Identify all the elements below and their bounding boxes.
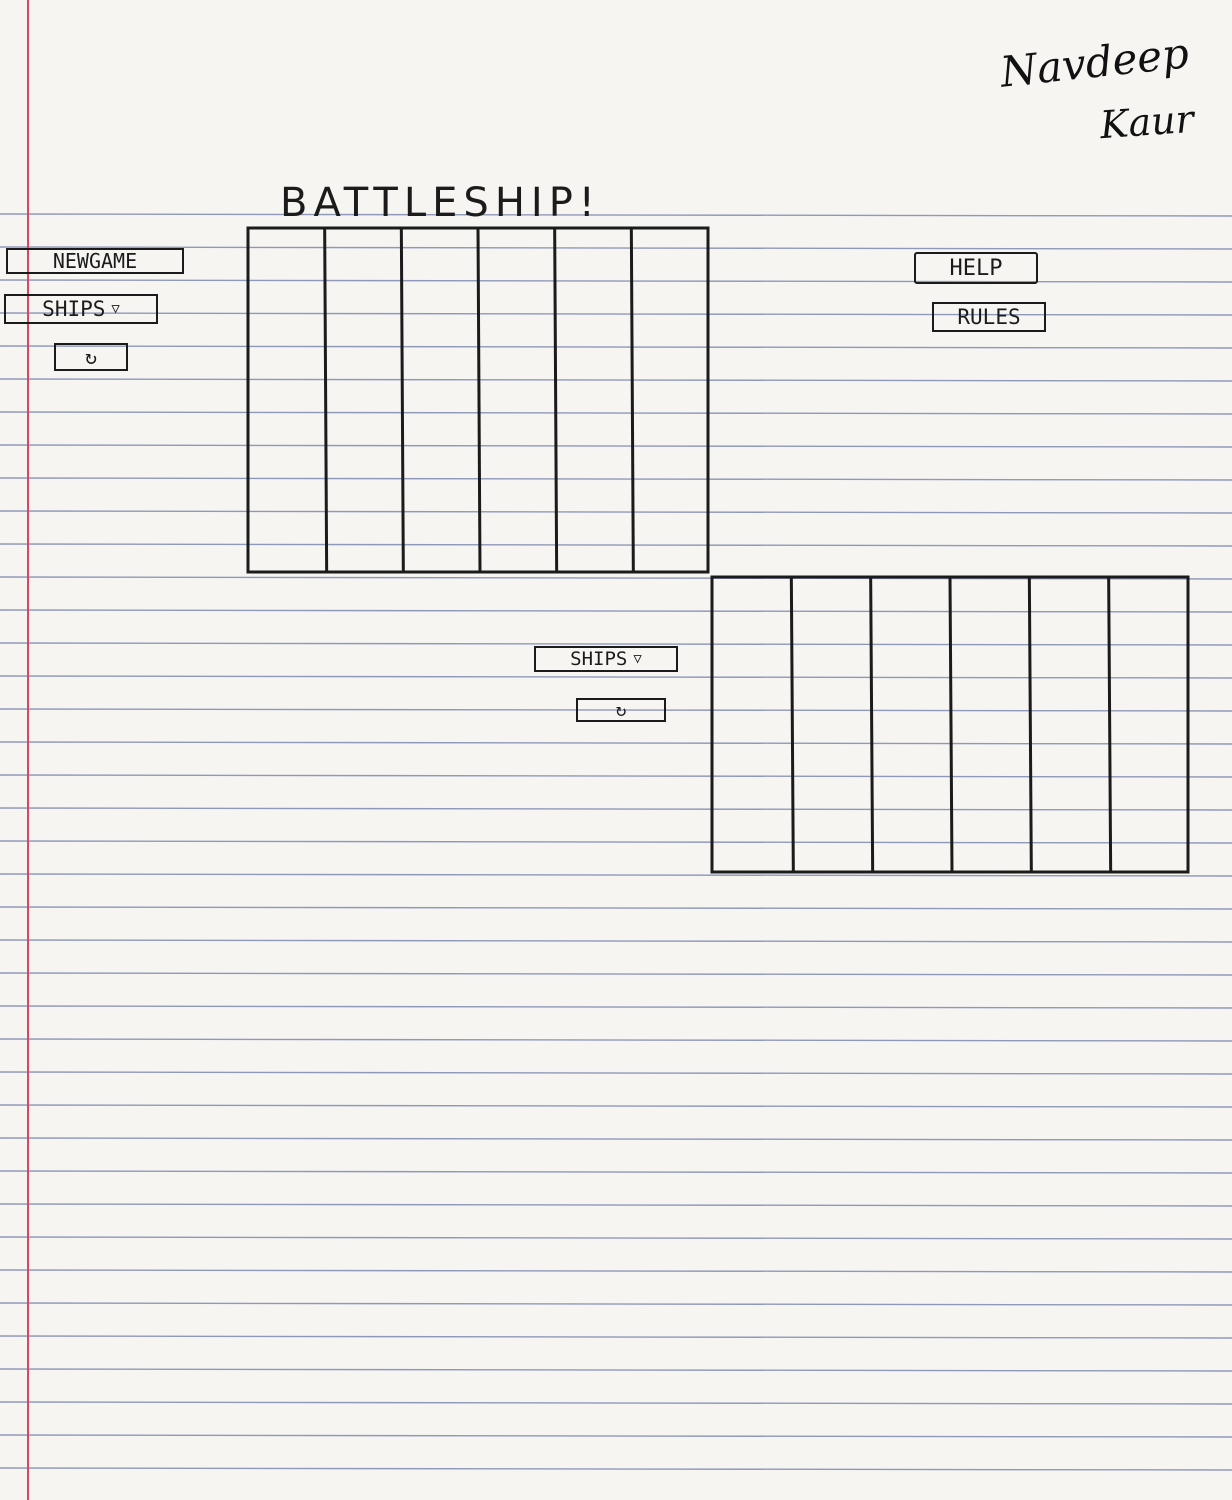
opponent-board[interactable] bbox=[710, 575, 1190, 874]
opponent-board-columns bbox=[789, 576, 1113, 873]
ruled-line bbox=[0, 510, 1232, 514]
player-board-columns bbox=[323, 227, 635, 573]
opponent-ships-label: SHIPS bbox=[570, 648, 628, 670]
grid-column-line bbox=[869, 576, 875, 873]
ruled-lines bbox=[0, 213, 1232, 1471]
grid-column-line bbox=[553, 227, 559, 573]
ruled-line bbox=[0, 1005, 1232, 1009]
triangle-down-icon: ▽ bbox=[633, 651, 642, 667]
rules-label: RULES bbox=[957, 305, 1021, 329]
rotate-icon: ↻ bbox=[84, 345, 98, 369]
ruled-line bbox=[0, 1434, 1232, 1438]
ruled-line bbox=[0, 609, 1232, 613]
ruled-line bbox=[0, 444, 1232, 448]
ruled-line bbox=[0, 1368, 1232, 1372]
grid-column-line bbox=[399, 227, 405, 573]
ruled-line bbox=[0, 411, 1232, 415]
grid-column-line bbox=[789, 576, 795, 873]
ruled-line bbox=[0, 741, 1232, 745]
ruled-line bbox=[0, 477, 1232, 481]
help-button[interactable]: HELP bbox=[914, 252, 1038, 284]
opponent-rotate-button[interactable]: ↻ bbox=[576, 698, 666, 722]
grid-column-line bbox=[948, 576, 954, 873]
player-rotate-button[interactable]: ↻ bbox=[54, 343, 128, 371]
player-ships-label: SHIPS bbox=[42, 297, 106, 321]
grid-column-line bbox=[476, 227, 482, 573]
ruled-line bbox=[0, 1203, 1232, 1207]
ruled-line bbox=[0, 1269, 1232, 1273]
grid-column-line bbox=[323, 227, 329, 573]
grid-column-line bbox=[1107, 576, 1113, 873]
ruled-line bbox=[0, 1467, 1232, 1471]
ruled-line bbox=[0, 774, 1232, 778]
opponent-ships-dropdown[interactable]: SHIPS ▽ bbox=[534, 646, 678, 672]
ruled-line bbox=[0, 906, 1232, 910]
ruled-line bbox=[0, 807, 1232, 811]
ruled-line bbox=[0, 972, 1232, 976]
game-title: BATTLESHIP! bbox=[280, 180, 601, 226]
ruled-line bbox=[0, 1170, 1232, 1174]
ruled-line bbox=[0, 1104, 1232, 1108]
ruled-line bbox=[0, 675, 1232, 679]
ruled-line bbox=[0, 576, 1232, 580]
ruled-line bbox=[0, 1236, 1232, 1240]
help-label: HELP bbox=[949, 255, 1003, 281]
rules-button[interactable]: RULES bbox=[932, 302, 1046, 332]
grid-column-line bbox=[629, 227, 635, 573]
rotate-icon: ↻ bbox=[615, 699, 627, 721]
player-ships-dropdown[interactable]: SHIPS ▽ bbox=[4, 294, 158, 324]
ruled-line bbox=[0, 213, 1232, 217]
new-game-label: NEWGAME bbox=[52, 249, 138, 273]
ruled-line bbox=[0, 1335, 1232, 1339]
ruled-line bbox=[0, 1302, 1232, 1306]
ruled-line bbox=[0, 345, 1232, 349]
ruled-line bbox=[0, 246, 1232, 250]
ruled-line bbox=[0, 279, 1232, 283]
ruled-line bbox=[0, 642, 1232, 646]
new-game-button[interactable]: NEWGAME bbox=[6, 248, 184, 274]
ruled-line bbox=[0, 873, 1232, 877]
ruled-line bbox=[0, 1401, 1232, 1405]
ruled-line bbox=[0, 708, 1232, 712]
ruled-line bbox=[0, 939, 1232, 943]
ruled-line bbox=[0, 840, 1232, 844]
ruled-line bbox=[0, 378, 1232, 382]
ruled-line bbox=[0, 312, 1232, 316]
ruled-line bbox=[0, 1137, 1232, 1141]
player-board[interactable] bbox=[246, 226, 710, 574]
grid-column-line bbox=[1027, 576, 1033, 873]
ruled-line bbox=[0, 1038, 1232, 1042]
ruled-line bbox=[0, 543, 1232, 547]
ruled-line bbox=[0, 1071, 1232, 1075]
triangle-down-icon: ▽ bbox=[111, 301, 120, 317]
author-last-name: Kaur bbox=[1098, 96, 1196, 148]
